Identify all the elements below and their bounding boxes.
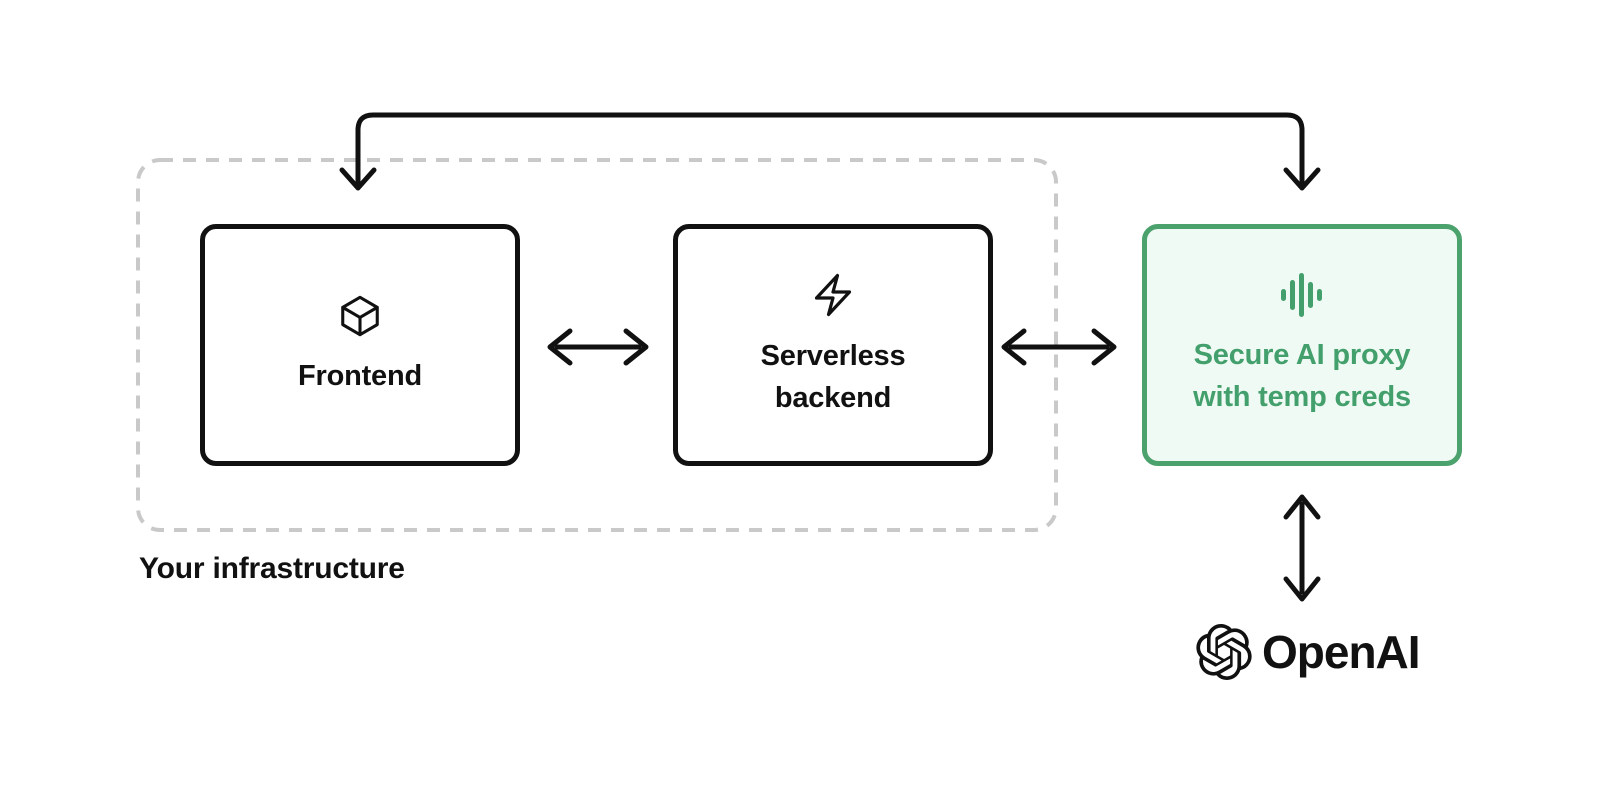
node-frontend: Frontend — [200, 224, 520, 466]
arrow-frontend-backend — [547, 328, 649, 366]
cube-icon — [341, 295, 379, 337]
down-arrowhead-icon — [1283, 167, 1321, 191]
openai-logo: OpenAI — [1196, 624, 1421, 680]
down-arrowhead-icon — [1283, 576, 1321, 602]
infrastructure-label: Your infrastructure — [139, 552, 405, 585]
waveform-icon — [1281, 272, 1322, 317]
right-arrowhead-icon — [1091, 328, 1117, 366]
frontend-label: Frontend — [297, 359, 423, 392]
bolt-icon — [814, 273, 852, 317]
node-secure-proxy: Secure AI proxy with temp creds — [1142, 224, 1462, 466]
up-arrowhead-icon — [1283, 494, 1321, 520]
secure-proxy-label: Secure AI proxy with temp creds — [1193, 338, 1411, 413]
arrow-proxy-openai — [1283, 494, 1321, 602]
serverless-backend-label: Serverless backend — [760, 339, 906, 414]
node-serverless-backend: Serverless backend — [673, 224, 993, 466]
arrow-backend-proxy — [1001, 328, 1117, 366]
down-arrowhead-icon — [339, 167, 377, 191]
openai-logo-icon — [1196, 624, 1252, 680]
right-arrowhead-icon — [623, 328, 649, 366]
openai-wordmark: OpenAI — [1262, 626, 1421, 678]
left-arrowhead-icon — [547, 328, 573, 366]
left-arrowhead-icon — [1001, 328, 1027, 366]
return-arrow-top — [339, 112, 1321, 191]
